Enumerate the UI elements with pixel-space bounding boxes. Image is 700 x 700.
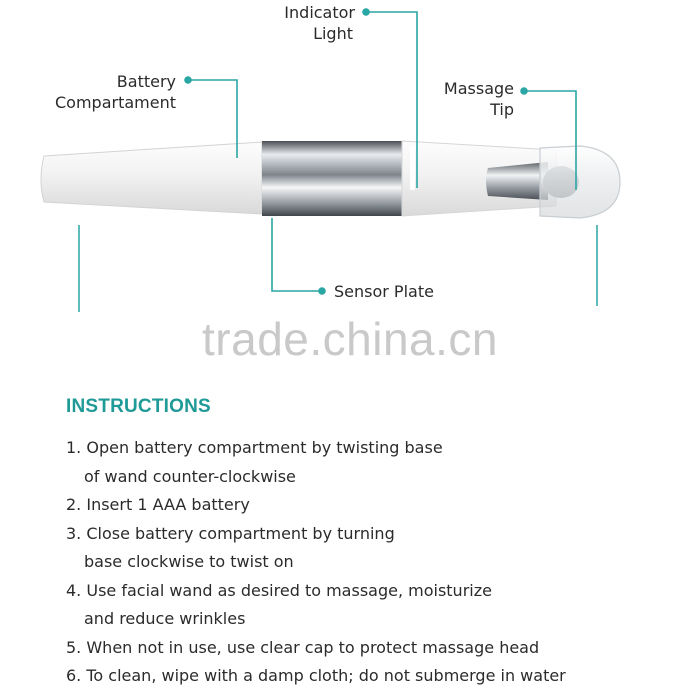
indicator-light-dot: [362, 8, 370, 16]
indicator-light-leader: [366, 11, 418, 188]
indicator-light-label-line1: Indicator: [284, 3, 355, 22]
sensor-plate-label: Sensor Plate: [334, 282, 434, 301]
instruction-text: 1. Open battery compartment by twisting …: [66, 438, 443, 457]
indicator-light-label: Indicator Light: [262, 2, 355, 44]
instruction-item: 2. Insert 1 AAA battery: [66, 491, 676, 520]
massage-tip-dot: [520, 87, 528, 95]
instructions-list: 1. Open battery compartment by twisting …: [66, 434, 676, 691]
instructions-title: INSTRUCTIONS: [66, 396, 211, 417]
instruction-item: 6. To clean, wipe with a damp cloth; do …: [66, 662, 676, 691]
instruction-continuation: and reduce wrinkles: [84, 609, 246, 628]
instructions-section: INSTRUCTIONS 1. Open battery compartment…: [66, 396, 676, 691]
massage-tip-leader: [524, 90, 577, 190]
watermark: trade.china.cn: [202, 313, 498, 365]
instruction-text: 5. When not in use, use clear cap to pro…: [66, 637, 540, 657]
sensor-plate: [262, 141, 402, 216]
instruction-item: 4. Use facial wand as desired to massage…: [66, 577, 676, 634]
sensor-plate-leader: [271, 218, 320, 292]
battery-compartment-leader: [188, 79, 238, 158]
wand-illustration: [40, 8, 621, 312]
instruction-continuation: base clockwise to twist on: [84, 552, 294, 571]
instruction-text: 4. Use facial wand as desired to massage…: [66, 580, 492, 600]
instruction-continuation: of wand counter-clockwise: [84, 466, 296, 486]
massage-tip-label-line2: Tip: [490, 100, 514, 119]
indicator-light: [410, 146, 415, 190]
instruction-text: 3. Close battery compartment by turning: [66, 523, 395, 543]
massage-tip-metal: [486, 162, 548, 200]
instruction-text: 6. To clean, wipe with a damp cloth; do …: [66, 666, 566, 685]
sensor-plate-dot: [318, 287, 326, 295]
battery-compartment-body: [40, 141, 263, 215]
instruction-item: 3. Close battery compartment by turning …: [66, 520, 676, 577]
clear-cap: [539, 145, 621, 219]
instruction-item: 1. Open battery compartment by twisting …: [66, 434, 676, 491]
massage-tip-label-line1: Massage: [443, 79, 514, 98]
battery-compartment-label: Battery Compartament: [40, 71, 176, 113]
indicator-light-label-line2: Light: [313, 24, 353, 43]
battery-compartment-label-line1: Battery: [116, 72, 176, 91]
battery-compartment-label-line2: Compartament: [54, 93, 176, 112]
instruction-text: 2. Insert 1 AAA battery: [66, 495, 250, 514]
battery-compartment-dot: [184, 76, 192, 84]
instruction-item: 5. When not in use, use clear cap to pro…: [66, 634, 676, 663]
massage-tip-label: Massage Tip: [420, 78, 514, 120]
